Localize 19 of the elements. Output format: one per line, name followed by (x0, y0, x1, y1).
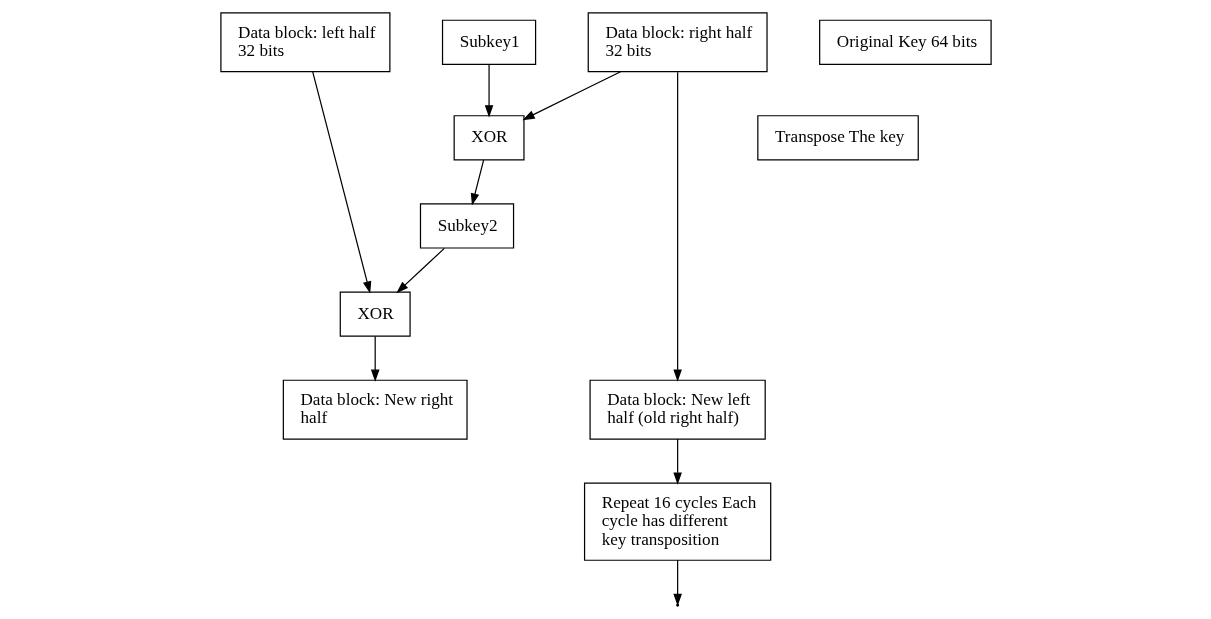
arrow (470, 159, 484, 206)
arrow (484, 64, 493, 118)
node-box: Subkey1 (441, 19, 536, 65)
node-box: Original Key 64 bits (818, 19, 992, 65)
node-box: Data block: New left half (old right half) (588, 379, 766, 440)
node-box: Repeat 16 cycles Each cycle has different key transposition (583, 482, 771, 561)
arrow (521, 71, 621, 121)
node-box: XOR (453, 115, 525, 161)
arrow (370, 335, 379, 382)
arrow (395, 247, 445, 294)
node-box: Data block: left half 32 bits (219, 12, 390, 73)
arrow (672, 71, 682, 382)
node-box: Data block: New right half (282, 379, 468, 440)
node-box: Transpose The key (756, 115, 919, 161)
arrow (311, 71, 371, 294)
node-box: Data block: right half 32 bits (587, 12, 768, 73)
node-box: XOR (339, 291, 411, 337)
arrow (672, 438, 682, 485)
node-box: Subkey2 (419, 203, 514, 249)
